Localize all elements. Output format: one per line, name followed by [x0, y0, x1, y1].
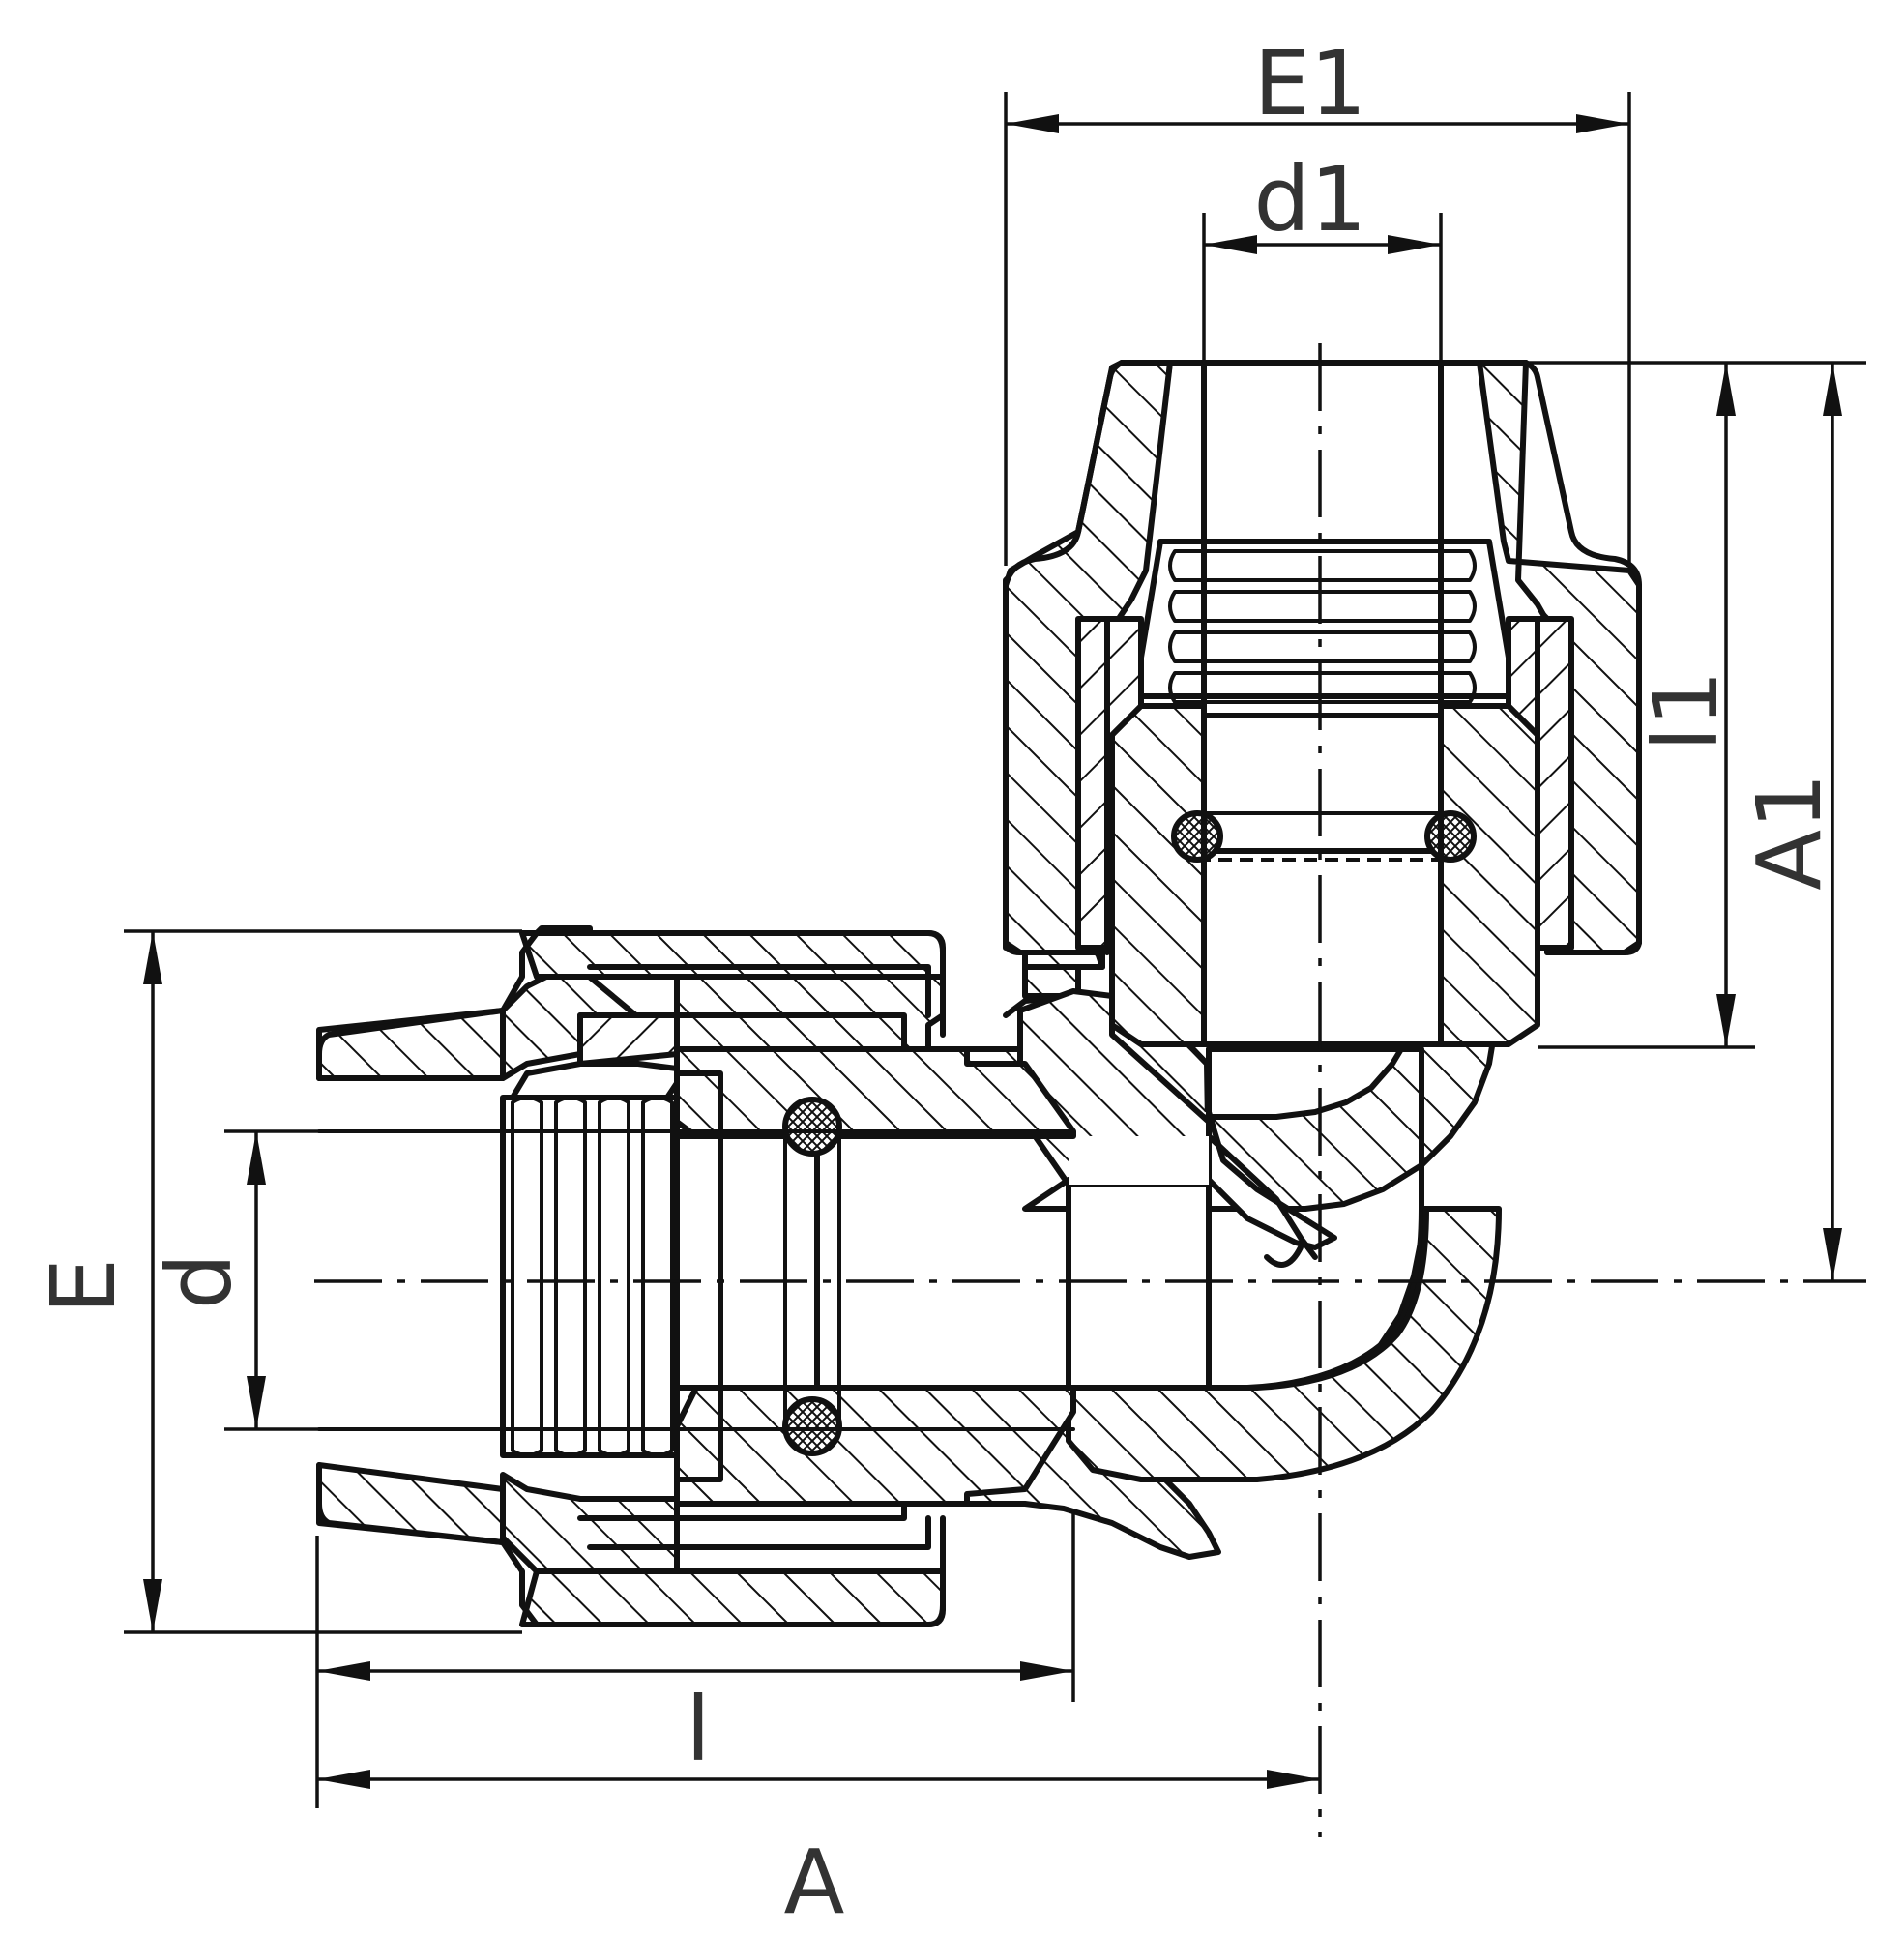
top-grip-teeth [1119, 539, 1536, 704]
label-E1: E1 [1254, 32, 1367, 135]
label-d: d [148, 1253, 251, 1309]
label-A: A [784, 1831, 845, 1934]
dimension-lines [124, 92, 1866, 1808]
left-grip-teeth [500, 1070, 723, 1482]
label-l: l [686, 1678, 711, 1781]
center-lines [314, 343, 1866, 1837]
dimension-labels: E1 d1 l1 A1 E d l A [32, 32, 1841, 1934]
top-inner-ring [1109, 703, 1540, 1047]
label-d1: d1 [1254, 148, 1367, 251]
top-bore [1201, 360, 1444, 1047]
left-bore [317, 1129, 1075, 1431]
label-E: E [32, 1258, 135, 1314]
label-A1: A1 [1738, 773, 1841, 890]
label-l1: l1 [1634, 670, 1738, 751]
left-oring [782, 1097, 842, 1456]
